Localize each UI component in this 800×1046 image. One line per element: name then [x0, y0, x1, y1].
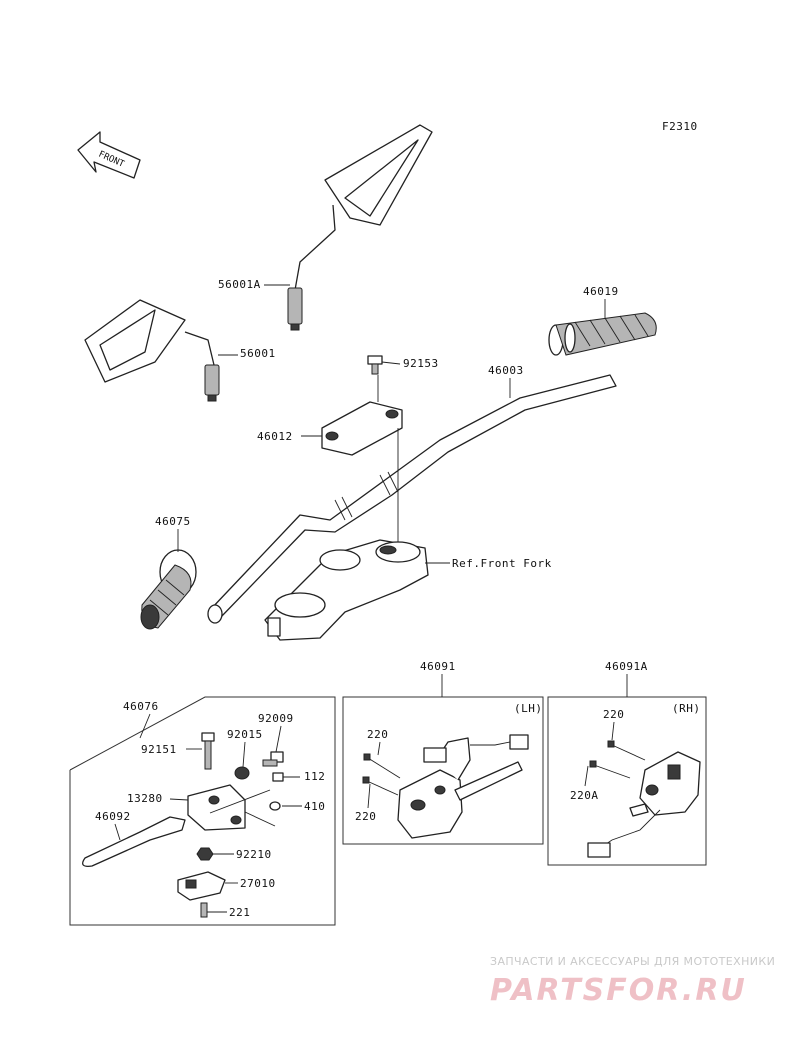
label-92151: 92151	[141, 743, 177, 756]
label-13280: 13280	[127, 792, 163, 805]
tag-lh: (LH)	[514, 702, 543, 715]
label-410: 410	[304, 800, 325, 813]
label-ref-front-fork: Ref.Front Fork	[452, 557, 552, 570]
watermark-line1: ЗАПЧАСТИ И АКСЕССУАРЫ ДЛЯ МОТОТЕХНИКИ	[490, 955, 775, 968]
mirror-right	[287, 124, 433, 331]
box-46091	[342, 696, 544, 845]
label-46012: 46012	[257, 430, 293, 443]
label-112: 112	[304, 770, 325, 783]
label-rh-220A: 220A	[570, 789, 599, 802]
mirror-left	[84, 299, 220, 402]
label-46091A: 46091A	[605, 660, 648, 673]
label-46076: 46076	[123, 700, 159, 713]
figure-code: F2310	[662, 120, 698, 133]
label-46092: 46092	[95, 810, 131, 823]
bolt-92153	[367, 355, 383, 375]
handlebar	[207, 374, 617, 624]
watermark-logo: PARTSFOR.RU	[490, 973, 747, 1008]
label-92009: 92009	[258, 712, 294, 725]
label-46003: 46003	[488, 364, 524, 377]
label-46019: 46019	[583, 285, 619, 298]
label-56001: 56001	[240, 347, 276, 360]
label-221: 221	[229, 906, 250, 919]
lh-switch-housing	[362, 734, 529, 839]
tag-rh: (RH)	[672, 702, 701, 715]
front-arrow-icon: FRONT	[77, 131, 141, 179]
box-46076	[69, 696, 336, 926]
label-lh-220-top: 220	[367, 728, 388, 741]
label-46091: 46091	[420, 660, 456, 673]
lever-assembly	[82, 732, 300, 918]
label-46075: 46075	[155, 515, 191, 528]
label-92015: 92015	[227, 728, 263, 741]
label-56001A: 56001A	[218, 278, 261, 291]
label-92210: 92210	[236, 848, 272, 861]
upper-triple-clamp	[264, 539, 429, 641]
label-92153: 92153	[403, 357, 439, 370]
left-grip	[140, 549, 197, 630]
rh-switch-housing	[587, 740, 701, 858]
label-27010: 27010	[240, 877, 276, 890]
handlebar-holder	[321, 375, 403, 555]
label-lh-220-bottom: 220	[355, 810, 376, 823]
label-rh-220: 220	[603, 708, 624, 721]
throttle-grip	[548, 312, 657, 356]
